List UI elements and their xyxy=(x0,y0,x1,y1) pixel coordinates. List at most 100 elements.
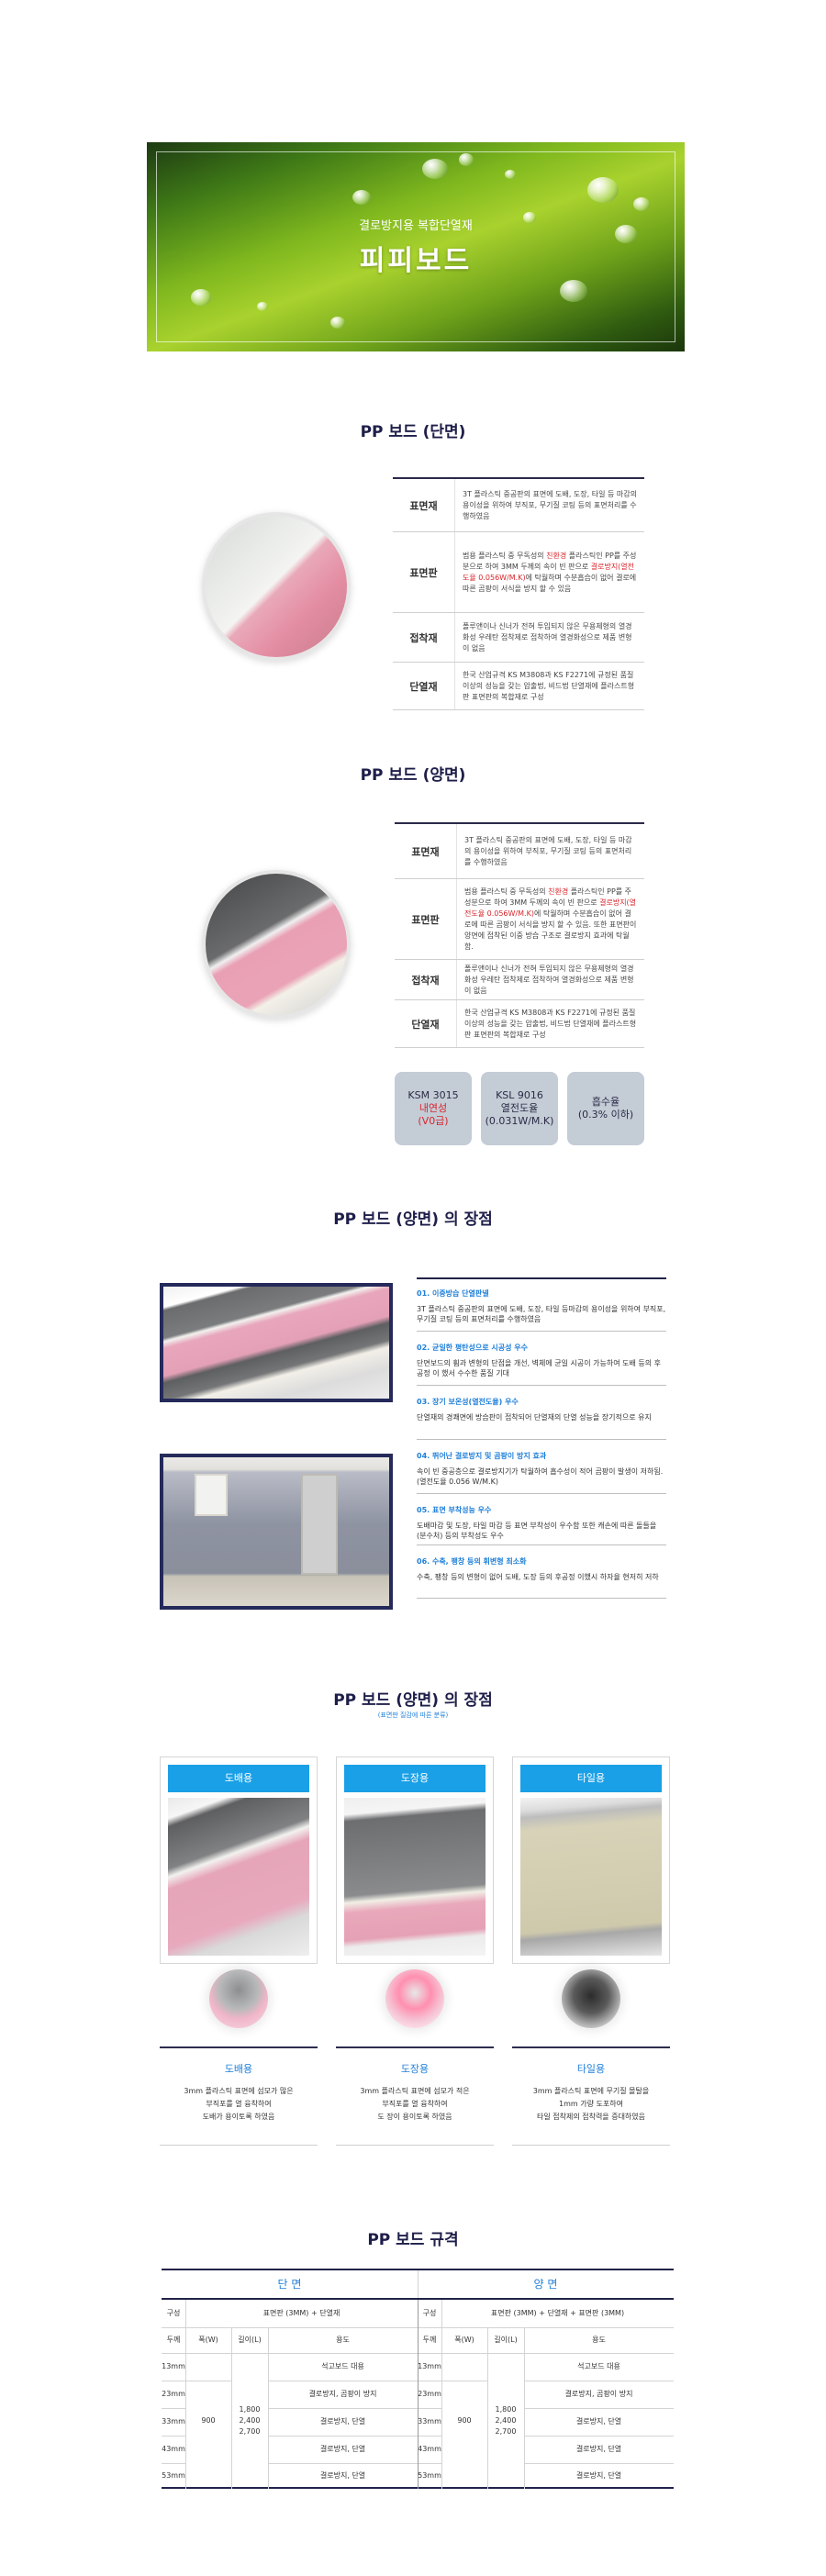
double-board-spec-table: 표면재 3T 플라스틱 중공판의 표면에 도배, 도장, 타일 등 마감의 용이… xyxy=(395,822,644,1048)
composition-value: 표면판 (3MM) + 단열재 + 표면판 (3MM) xyxy=(490,2309,625,2317)
door xyxy=(301,1474,338,1575)
use-cell: 결로방지, 단열 xyxy=(319,2417,366,2425)
spec-text: 범용 플라스틱 중 무독성의 친환경 플라스틱인 PP를 주성분으로 하여 3M… xyxy=(463,551,637,593)
double-sided-header: 양 면 xyxy=(533,2278,558,2291)
product-description: 도장용 3mm 플라스틱 표면에 섬모가 적은 부직포를 열 융착하여 도 장이… xyxy=(336,2046,494,2146)
use-cell: 결로방지, 단열 xyxy=(319,2445,366,2453)
width-cell: 900 xyxy=(201,2416,216,2425)
thickness-header: 두께 xyxy=(422,2336,437,2344)
product-image xyxy=(168,1798,309,1956)
thickness-cell: 43mm xyxy=(418,2445,441,2453)
use-header: 용도 xyxy=(336,2336,350,2344)
water-drop xyxy=(352,190,371,205)
spec-text: 폴루앤이나 신너가 전혀 투입되지 않은 무용제형의 열경화성 우레탄 접착제로… xyxy=(464,964,634,995)
hero-frame xyxy=(156,151,675,342)
spec-label: 표면재 xyxy=(395,824,457,878)
spec-text: 한국 산업규격 KS M3808과 KS F2271에 규정된 품질 이상의 성… xyxy=(463,670,635,701)
water-drop xyxy=(615,225,637,243)
use-cell: 결로방지, 곰팡이 방지 xyxy=(308,2390,377,2398)
thickness-cell: 23mm xyxy=(162,2390,185,2398)
surface-texture-closeup xyxy=(209,1969,268,2028)
spec-text: 폴루앤이나 신너가 전혀 투입되지 않은 무용제형의 열경화성 우레탄 접착제로… xyxy=(463,621,632,652)
spec-text: 범용 플라스틱 중 무독성의 친환경 플라스틱인 PP를 주성분으로 하여 3M… xyxy=(464,887,637,951)
length-header: 길이(L) xyxy=(238,2336,262,2344)
grid-line xyxy=(268,2463,441,2464)
product-caption: 도장용 xyxy=(344,1765,486,1792)
feature-item: 01. 이중방습 단열판넬 3T 플라스틱 중공판의 표면에 도배, 도장, 타… xyxy=(417,1279,666,1332)
spec-row: 단열재 한국 산업규격 KS M3808과 KS F2271에 규정된 품질 이… xyxy=(393,663,644,710)
use-cell: 결로방지, 단열 xyxy=(575,2417,622,2425)
spec-row: 단열재 한국 산업규격 KS M3808과 KS F2271에 규정된 품질 이… xyxy=(395,1000,644,1048)
thickness-cell: 13mm xyxy=(162,2362,185,2370)
section-title: PP 보드 (단면) xyxy=(360,423,466,441)
water-drop xyxy=(560,280,587,302)
grid-line xyxy=(524,2463,674,2464)
window xyxy=(195,1474,228,1516)
water-drop xyxy=(587,177,619,203)
grid-line xyxy=(162,2408,185,2409)
single-board-closeup-image xyxy=(202,512,351,661)
spec-row: 표면판 범용 플라스틱 중 무독성의 친환경 플라스틱인 PP를 주성분으로 하… xyxy=(395,879,644,960)
product-description: 도배용 3mm 플라스틱 표면에 섬모가 많은 부직포를 열 융착하여 도배가 … xyxy=(160,2046,318,2146)
thickness-header: 두께 xyxy=(166,2336,181,2344)
hero-title: 피피보드 xyxy=(359,245,473,277)
surface-texture-closeup xyxy=(385,1969,444,2028)
product-description: 타일용 3mm 플라스틱 표면에 무기질 몰탈을 1mm 가량 도포하여 타일 … xyxy=(512,2046,670,2146)
surface-texture-closeup xyxy=(562,1969,620,2028)
header-split xyxy=(418,2270,419,2298)
use-cell: 결로방지, 단열 xyxy=(319,2471,366,2480)
grid-line xyxy=(441,2300,442,2489)
thickness-cell: 13mm xyxy=(418,2362,441,2370)
feature-item: 03. 장기 보온성(열전도율) 우수 단열재의 경쾌면에 방습판이 접착되어 … xyxy=(417,1386,666,1440)
grid-line xyxy=(487,2327,488,2489)
thickness-cell: 23mm xyxy=(418,2390,441,2398)
grid-line xyxy=(268,2327,269,2489)
length-cell: 1,800 2,400 2,700 xyxy=(495,2405,517,2436)
product-caption: 타일용 xyxy=(520,1765,662,1792)
length-cell: 1,800 2,400 2,700 xyxy=(239,2405,261,2436)
water-drop xyxy=(633,197,650,211)
thermal-conductivity-badge: KSL 9016 열전도율 (0.031W/M.K) xyxy=(481,1072,558,1145)
thickness-cell: 43mm xyxy=(162,2445,185,2453)
hero-subtitle: 결로방지용 복합단열재 xyxy=(359,219,473,233)
hero-banner: 결로방지용 복합단열재 피피보드 xyxy=(147,142,685,351)
product-card-paint: 도장용 xyxy=(336,1756,494,1964)
grid-line xyxy=(524,2327,525,2489)
grid-line xyxy=(268,2408,441,2409)
water-drop xyxy=(459,153,474,166)
section-title: PP 보드 (양면) 의 장점 xyxy=(333,1691,493,1710)
water-drop xyxy=(505,170,516,179)
spec-label: 단열재 xyxy=(393,663,455,709)
section-title: PP 보드 규격 xyxy=(367,2231,459,2249)
width-cell: 900 xyxy=(457,2416,472,2425)
use-cell: 결로방지, 단열 xyxy=(575,2445,622,2453)
spec-label: 표면판 xyxy=(395,879,457,959)
grid-line xyxy=(162,2436,185,2437)
use-cell: 석고보드 대용 xyxy=(577,2362,620,2370)
spec-label: 접착재 xyxy=(395,960,457,999)
feature-item: 05. 표면 부착성능 우수 도배마감 및 도장, 타일 마감 등 표면 부착성… xyxy=(417,1494,666,1545)
grid-line xyxy=(418,2300,419,2489)
spec-label: 접착재 xyxy=(393,613,455,662)
water-drop xyxy=(330,317,345,329)
spec-text: 3T 플라스틱 중공판의 표면에 도배, 도장, 타일 등 마감의 용이성을 위… xyxy=(463,489,637,520)
single-board-spec-table: 표면재 3T 플라스틱 중공판의 표면에 도배, 도장, 타일 등 마감의 용이… xyxy=(393,477,644,710)
composition-label: 구성 xyxy=(166,2309,181,2317)
feature-item: 02. 균일한 평탄성으로 시공성 우수 단면보드의 휨과 변형의 단점을 개선… xyxy=(417,1332,666,1386)
section-title: PP 보드 (양면) xyxy=(360,766,466,785)
grid-line xyxy=(231,2327,232,2489)
flame-resistance-badge: KSM 3015 내연성 (V0급) xyxy=(395,1072,472,1145)
spec-label: 표면판 xyxy=(393,532,455,612)
spec-row: 표면재 3T 플라스틱 중공판의 표면에 도배, 도장, 타일 등 마감의 용이… xyxy=(395,824,644,879)
thickness-cell: 33mm xyxy=(418,2417,441,2425)
width-header: 폭(W) xyxy=(198,2336,218,2344)
feature-list: 01. 이중방습 단열판넬 3T 플라스틱 중공판의 표면에 도배, 도장, 타… xyxy=(417,1277,666,1599)
use-cell: 결로방지, 곰팡이 방지 xyxy=(564,2390,633,2398)
product-card-tile: 타일용 xyxy=(512,1756,670,1964)
double-board-closeup-image xyxy=(202,870,351,1019)
use-cell: 결로방지, 단열 xyxy=(575,2471,622,2480)
grid-line xyxy=(185,2300,186,2489)
grid-line xyxy=(524,2408,674,2409)
composition-value: 표면판 (3MM) + 단열재 xyxy=(262,2309,340,2317)
product-image xyxy=(520,1798,662,1956)
